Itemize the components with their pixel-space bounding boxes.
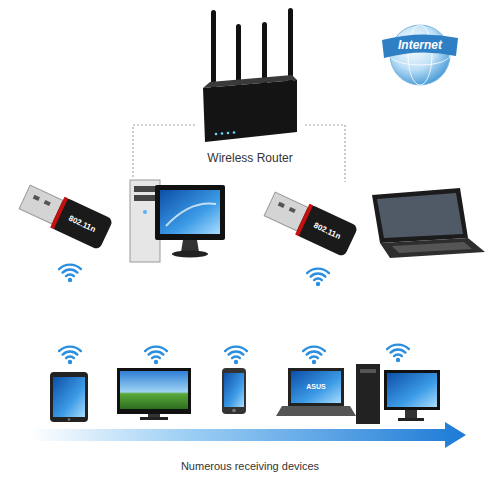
usb-adapter [44, 200, 51, 206]
internet-globe [382, 25, 458, 85]
router-node: Wireless Router [195, 2, 305, 168]
tablet-device [68, 418, 71, 421]
dotted-connector [133, 125, 195, 178]
desktop-computer [166, 203, 216, 226]
tablet-device [53, 377, 85, 417]
laptop-computer [392, 242, 472, 253]
tablet-device [50, 372, 88, 422]
desktop-computer [134, 186, 156, 192]
desktop-device [398, 418, 424, 421]
desktop-device [360, 369, 376, 373]
node-text: 802.11n [312, 220, 342, 241]
usb-adapter [263, 188, 359, 257]
usb-adapter [18, 181, 114, 250]
laptop-computer [372, 188, 485, 258]
laptop-device [288, 368, 344, 406]
usb-adapter [289, 207, 296, 213]
desktop-computer [160, 190, 220, 234]
router-illustration [236, 24, 241, 88]
router-illustration [262, 22, 267, 86]
desktop-computer [181, 240, 199, 252]
tv-device [117, 368, 191, 414]
dotted-connector [305, 125, 345, 182]
usb-adapter [33, 195, 40, 201]
wifi-symbol [145, 347, 167, 365]
desktop-device [356, 364, 380, 424]
node-text: 802.11n [67, 213, 97, 234]
desktop-computer [134, 195, 156, 201]
laptop-device [276, 368, 356, 416]
tv-device [117, 368, 191, 420]
usb-adapter [295, 204, 358, 258]
desktop-computer [143, 210, 147, 214]
brand-label: ASUS [306, 383, 325, 391]
internet-globe [390, 25, 450, 85]
usb-adapter [295, 204, 313, 237]
router-illustration [211, 10, 216, 92]
tv-device [140, 417, 168, 420]
desktop-computer [155, 185, 225, 240]
router-illustration [203, 80, 297, 142]
laptop-computer [380, 238, 485, 258]
phone-device [224, 373, 244, 407]
router-illustration [227, 132, 230, 135]
flow-arrow [30, 422, 466, 448]
wifi-symbol [387, 345, 409, 363]
phone-device [222, 368, 246, 414]
router-illustration [203, 8, 297, 142]
adapter-laptop-node: 802.11n [262, 182, 485, 268]
router-illustration [221, 132, 224, 135]
node-text: Wireless Router [207, 152, 292, 166]
desktop-computer [172, 251, 208, 258]
desktop-computer [130, 180, 225, 262]
tablet-device [50, 372, 88, 422]
desktop-device [405, 410, 417, 418]
wifi-symbol [307, 269, 329, 287]
laptop-computer [377, 193, 463, 238]
wifi-symbol [225, 347, 247, 365]
laptop-computer [372, 188, 468, 243]
tv-device [120, 371, 188, 409]
desktop-device [387, 373, 437, 407]
caption-label: Numerous receiving devices [181, 460, 319, 473]
router-illustration [233, 131, 236, 134]
usb-adapter [50, 197, 113, 251]
usb-adapter [278, 202, 285, 208]
adapter-pc-node: 802.11n [15, 178, 230, 266]
phone-device [232, 409, 236, 413]
phone-device [222, 368, 246, 414]
wifi-symbol [303, 347, 325, 365]
node-text: Internet [398, 39, 442, 53]
usb-adapter [50, 197, 68, 230]
desktop-device [384, 370, 440, 410]
laptop-device [276, 406, 356, 416]
wifi-symbol [59, 347, 81, 365]
internet-globe [408, 25, 432, 85]
desktop-device [356, 364, 440, 424]
wifi-symbol [59, 265, 81, 283]
internet-node: Internet [384, 34, 456, 58]
laptop-device [291, 371, 341, 403]
router-illustration [215, 133, 218, 136]
internet-globe [382, 34, 458, 58]
